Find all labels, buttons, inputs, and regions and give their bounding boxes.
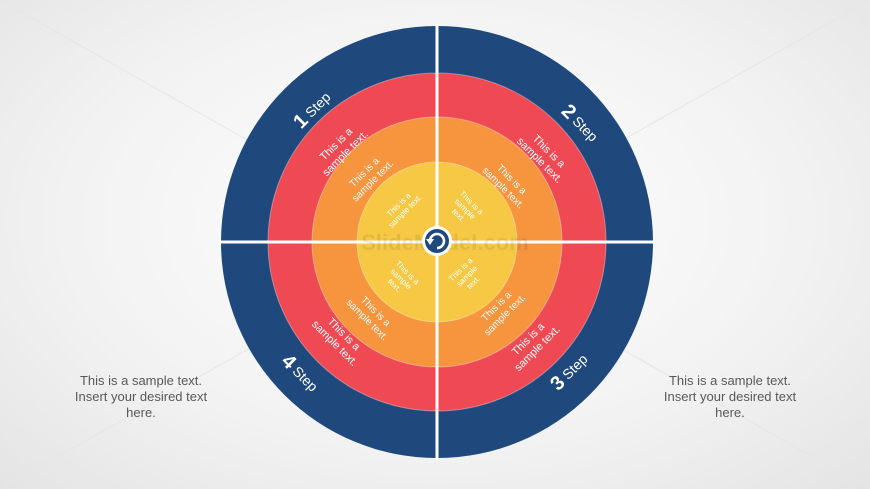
note-left: This is a sample text. Insert your desir… <box>56 373 226 421</box>
note-right-line2: Insert your desired text <box>663 389 797 404</box>
note-right: This is a sample text. Insert your desir… <box>645 373 815 421</box>
refresh-cycle-icon <box>422 226 452 256</box>
note-right-line1: This is a sample text. <box>668 373 792 388</box>
note-left-line1: This is a sample text. <box>79 373 203 388</box>
note-left-line3: here. <box>126 405 156 420</box>
note-right-line3: here. <box>715 405 745 420</box>
note-left-line2: Insert your desired text <box>74 389 208 404</box>
